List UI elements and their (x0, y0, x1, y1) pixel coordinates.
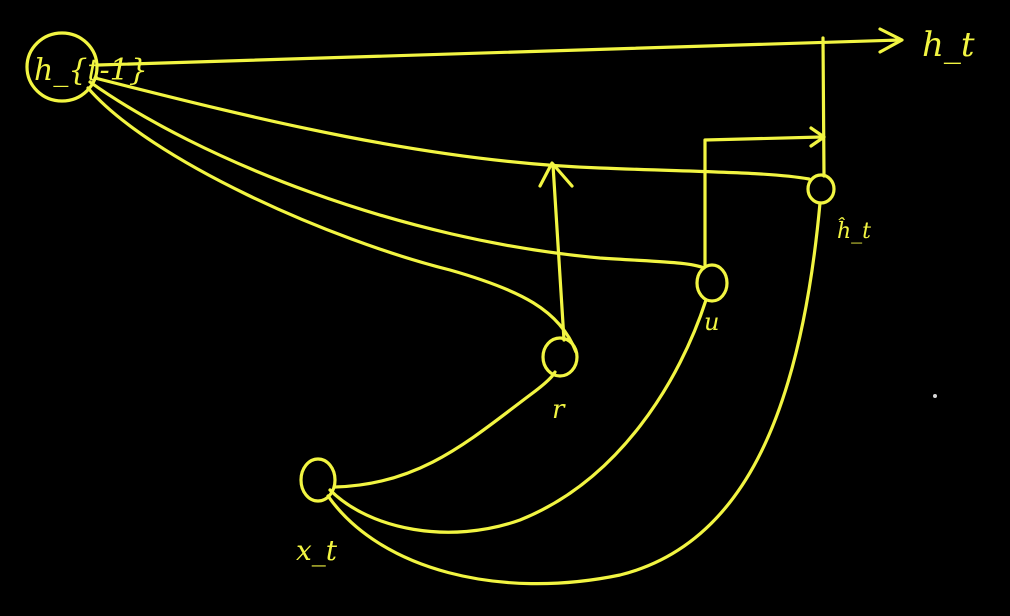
node-x-t: x_t (296, 457, 338, 567)
edge-x-to-candidate (326, 201, 822, 586)
output-label: h_t (922, 25, 975, 65)
node-h-prev: h_{t-1} (25, 31, 148, 103)
node-u-gate: u (695, 263, 729, 336)
node-r-gate: r (541, 336, 579, 425)
chalk-dot (933, 394, 937, 398)
node-r-gate-label: r (552, 395, 566, 425)
edge-candidate-to-output (821, 36, 826, 178)
r-arrowhead (538, 161, 574, 188)
edge-h-prev-to-u (88, 80, 706, 270)
node-x-t-label: x_t (296, 534, 338, 567)
output-arrowhead (878, 27, 904, 54)
edge-h-prev-to-candidate (93, 76, 811, 181)
node-u-gate-label: u (704, 308, 719, 336)
edge-x-to-u (328, 298, 708, 534)
edge-x-to-r (333, 370, 557, 489)
edge-h-prev-to-output (96, 27, 904, 67)
node-h-candidate-label: ĥ_t (837, 217, 871, 244)
edge-u-to-output-merge (703, 126, 826, 268)
edge-h-prev-to-r (86, 86, 578, 354)
edge-r-to-candidate-input (538, 161, 574, 342)
